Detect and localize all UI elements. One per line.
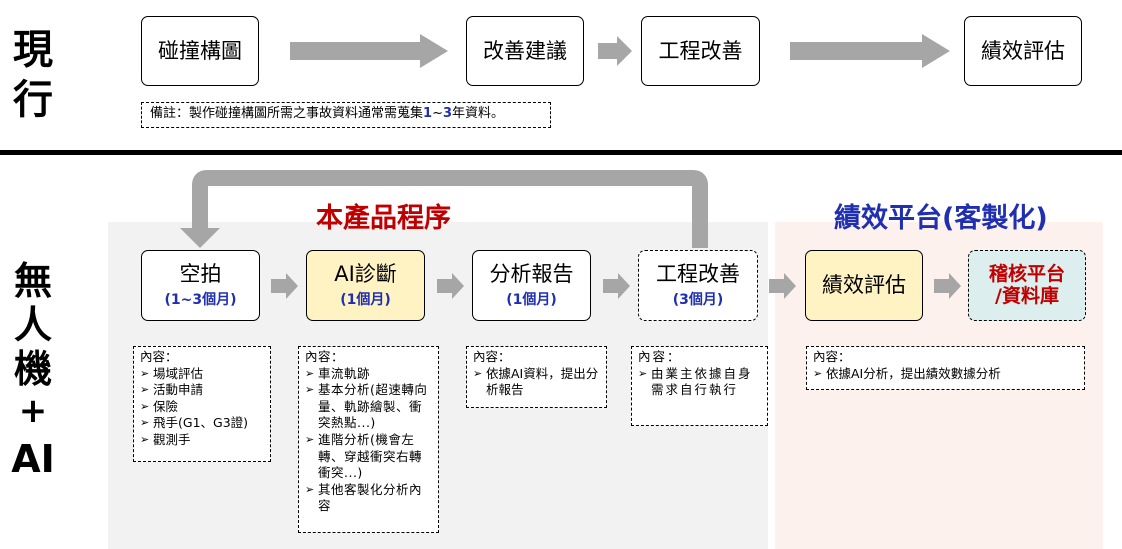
step-title-line: 稽核平台 <box>988 262 1065 285</box>
drone-label-char: + <box>18 391 48 431</box>
note-item: 活動申請 <box>140 382 264 399</box>
drone-label-char: 無 <box>13 259 52 303</box>
step-title: 改善建議 <box>483 38 567 63</box>
remark-years-end: 3 <box>442 106 453 121</box>
current-flow-arrows <box>290 34 950 68</box>
note-header: 內容： <box>140 349 178 364</box>
current-step-improvement-suggestion: 改善建議 <box>466 16 584 86</box>
note-item: 依據AI分析，提出績效數據分析 <box>813 366 1078 383</box>
remark-text-end: 年資料。 <box>452 106 505 121</box>
flow-arrow-icon <box>769 273 796 299</box>
note-item: 其他客製化分析內容 <box>305 482 432 515</box>
current-step-engineering-improvement: 工程改善 <box>641 16 760 86</box>
section-divider <box>0 150 1122 155</box>
note-item: 保險 <box>140 399 264 416</box>
step-title: 績效評估 <box>822 273 906 298</box>
drone-ai-label: 無 人 機 + AI <box>8 262 58 484</box>
step-performance-evaluation: 績效評估 <box>805 250 923 321</box>
note-header: 內容： <box>305 349 345 364</box>
step-duration: (3個月) <box>672 291 724 308</box>
note-item: 依據AI資料，提出分析報告 <box>473 366 600 399</box>
current-label-char: 行 <box>13 77 53 123</box>
note-header: 內容： <box>813 349 851 364</box>
flow-arrow-icon <box>934 273 961 299</box>
step-title: 工程改善 <box>658 38 743 63</box>
note-performance-evaluation: 內容： 依據AI分析，提出績效數據分析 <box>806 346 1085 390</box>
step-title: 碰撞構圖 <box>158 38 242 63</box>
flow-arrow-icon <box>271 273 298 299</box>
remark-years-start: 1 <box>423 106 433 121</box>
process-flow-arrows <box>271 273 961 299</box>
step-title: 工程改善 <box>656 262 740 287</box>
step-title: AI診斷 <box>334 262 397 287</box>
remark-tilde: ~ <box>432 106 443 121</box>
note-item: 觀測手 <box>140 432 264 449</box>
step-audit-platform-database: 稽核平台 /資料庫 <box>968 250 1086 321</box>
drone-label-char: 機 <box>13 347 52 391</box>
note-item: 車流軌跡 <box>305 366 432 383</box>
step-ai-diagnosis: AI診斷 (1個月) <box>306 250 425 321</box>
flow-arrow-icon <box>290 34 448 68</box>
note-header: 內容： <box>473 349 511 364</box>
note-item: 進階分析(機會左轉、穿越衝突右轉衝突...) <box>305 432 432 482</box>
note-item: 由業主依據自身需求自行執行 <box>638 366 761 399</box>
note-analysis-report: 內容： 依據AI資料，提出分析報告 <box>466 346 607 408</box>
step-duration: (1個月) <box>340 291 391 308</box>
step-analysis-report: 分析報告 (1個月) <box>472 250 591 321</box>
flow-arrow-icon <box>437 273 464 299</box>
drone-label-char: 人 <box>13 303 52 347</box>
note-aerial-photography: 內容： 場域評估 活動申請 保險 飛手(G1、G3證) 觀測手 <box>133 346 271 462</box>
current-step-performance-evaluation: 績效評估 <box>964 16 1082 86</box>
flow-arrow-icon <box>598 36 632 66</box>
feedback-loop-arrow <box>180 170 708 248</box>
remark-text: 備註：製作碰撞構圖所需之事故資料通常需蒐集 <box>150 106 424 121</box>
note-item: 飛手(G1、G3證) <box>140 415 264 432</box>
note-header: 內容： <box>638 349 682 364</box>
drone-label-char: AI <box>11 437 55 481</box>
step-duration: (1個月) <box>506 291 557 308</box>
flow-arrow-icon <box>790 34 950 68</box>
step-aerial-photography: 空拍 (1~3個月) <box>141 250 260 321</box>
note-item: 場域評估 <box>140 366 264 383</box>
performance-platform-title: 績效平台(客製化) <box>834 203 1048 234</box>
flow-arrow-icon <box>603 273 630 299</box>
step-engineering-improvement: 工程改善 (3個月) <box>638 250 758 321</box>
note-item: 基本分析(超速轉向量、軌跡繪製、衝突熱點...) <box>305 382 432 432</box>
step-title: 空拍 <box>179 262 222 287</box>
step-title: 績效評估 <box>981 38 1065 63</box>
step-duration: (1~3個月) <box>164 291 237 308</box>
step-title: 分析報告 <box>489 262 574 287</box>
product-process-title: 本產品程序 <box>316 203 451 234</box>
step-title-line: /資料庫 <box>995 284 1059 307</box>
current-remark-note: 備註：製作碰撞構圖所需之事故資料通常需蒐集1~3年資料。 <box>141 102 551 128</box>
loop-arrowhead-icon <box>180 228 220 248</box>
note-engineering-improvement: 內容： 由業主依據自身需求自行執行 <box>631 346 768 426</box>
note-ai-diagnosis: 內容： 車流軌跡 基本分析(超速轉向量、軌跡繪製、衝突熱點...) 進階分析(機… <box>298 346 439 533</box>
current-label: 現 行 <box>8 30 58 120</box>
current-step-collision-diagram: 碰撞構圖 <box>141 16 259 86</box>
current-label-char: 現 <box>13 27 53 73</box>
